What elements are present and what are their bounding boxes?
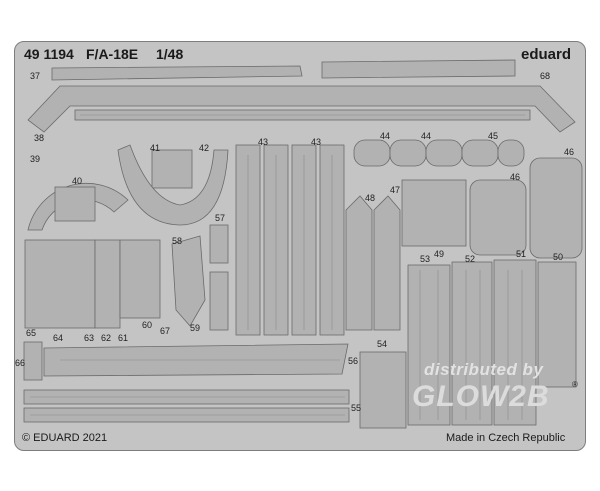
label-43-a: 43 — [258, 137, 268, 147]
part-42 — [117, 144, 229, 226]
brand-logo: eduard — [521, 46, 572, 63]
label-39: 39 — [30, 154, 40, 164]
label-45: 45 — [488, 131, 498, 141]
label-60: 60 — [142, 320, 152, 330]
label-47: 47 — [390, 185, 400, 195]
scale-label: 1/48 — [156, 46, 184, 62]
part-48-b — [373, 195, 401, 331]
part-52 — [451, 261, 493, 426]
label-63: 63 — [84, 333, 94, 343]
label-61: 61 — [118, 333, 128, 343]
label-46-a: 46 — [510, 172, 520, 182]
label-54: 54 — [377, 339, 387, 349]
part-44-c — [425, 139, 463, 167]
part-53 — [407, 264, 451, 426]
part-57 — [209, 224, 229, 264]
label-43-b: 43 — [311, 137, 321, 147]
part-46-b — [529, 157, 583, 259]
watermark-trademark: ® — [572, 380, 578, 389]
part-47 — [401, 179, 467, 247]
label-49: 49 — [434, 249, 444, 259]
watermark-glow2b-logo: GLOW2B — [412, 380, 550, 413]
label-58: 58 — [172, 236, 182, 246]
part-58 — [171, 235, 206, 327]
label-56: 56 — [348, 356, 358, 366]
label-44-a: 44 — [380, 131, 390, 141]
label-46-b: 46 — [564, 147, 574, 157]
label-57: 57 — [215, 213, 225, 223]
label-52: 52 — [465, 254, 475, 264]
part-68 — [321, 59, 516, 79]
label-66: 66 — [15, 358, 25, 368]
label-64: 64 — [53, 333, 63, 343]
origin-text: Made in Czech Republic — [446, 432, 566, 444]
part-45-b — [497, 139, 525, 167]
part-44-a — [353, 139, 391, 167]
label-50: 50 — [553, 252, 563, 262]
label-38: 38 — [34, 133, 44, 143]
part-45-a — [461, 139, 499, 167]
product-code: 49 1194 — [24, 46, 74, 62]
label-68: 68 — [540, 71, 550, 81]
label-51: 51 — [516, 249, 526, 259]
part-48-a — [345, 195, 373, 331]
copyright-text: © EDUARD 2021 — [22, 432, 108, 444]
part-37 — [51, 65, 303, 81]
part-50 — [537, 261, 577, 388]
part-66 — [23, 341, 43, 381]
part-63 — [94, 239, 121, 329]
label-65: 65 — [26, 328, 36, 338]
label-42: 42 — [199, 143, 209, 153]
label-59: 59 — [190, 323, 200, 333]
label-67: 67 — [160, 326, 170, 336]
part-44-b — [389, 139, 427, 167]
label-48: 48 — [365, 193, 375, 203]
part-40 — [54, 186, 96, 222]
part-51 — [493, 259, 537, 426]
label-37: 37 — [30, 71, 40, 81]
part-38 — [27, 85, 576, 133]
part-54 — [359, 351, 407, 429]
label-41: 41 — [150, 143, 160, 153]
part-46-a — [469, 179, 527, 256]
label-44-b: 44 — [421, 131, 431, 141]
aircraft-model: F/A-18E — [86, 46, 139, 62]
label-62: 62 — [101, 333, 111, 343]
label-40: 40 — [72, 176, 82, 186]
part-41 — [151, 149, 193, 189]
part-60 — [119, 239, 161, 319]
label-53: 53 — [420, 254, 430, 264]
label-55: 55 — [351, 403, 361, 413]
watermark-distributed-by: distributed by — [424, 360, 544, 379]
part-64 — [24, 239, 96, 329]
part-59-strip — [209, 271, 229, 331]
